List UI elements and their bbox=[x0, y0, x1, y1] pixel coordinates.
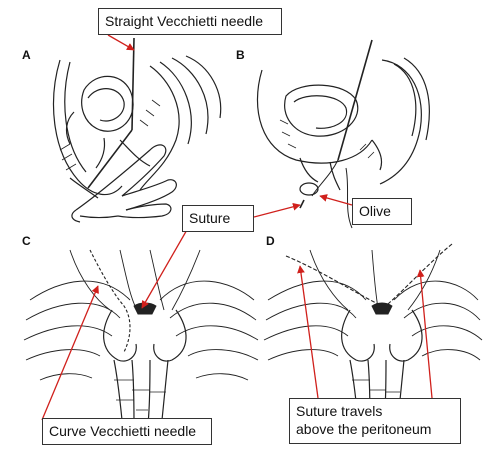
panel-c-illustration bbox=[23, 249, 259, 425]
panel-label-b: B bbox=[236, 48, 245, 62]
callout-suture-travels: Suture travels above the peritoneum bbox=[289, 398, 461, 444]
arrow-olive bbox=[319, 194, 353, 206]
arrow-travels-right bbox=[416, 269, 433, 399]
arrow-curve-needle bbox=[41, 285, 99, 421]
callout-olive: Olive bbox=[352, 198, 412, 225]
panel-d-illustration bbox=[263, 243, 483, 425]
arrow-straight-needle bbox=[107, 34, 135, 51]
callout-suture: Suture bbox=[182, 205, 254, 232]
callout-arrows bbox=[41, 34, 433, 421]
panel-label-d: D bbox=[266, 234, 275, 248]
callout-suture-travels-line2: above the peritoneum bbox=[296, 421, 432, 437]
panel-a-illustration bbox=[52, 37, 222, 223]
panel-label-c: C bbox=[22, 234, 31, 248]
arrow-suture-to-c bbox=[141, 227, 189, 309]
arrow-travels-left bbox=[297, 265, 319, 399]
callout-curve-needle: Curve Vecchietti needle bbox=[42, 418, 212, 445]
arrow-suture-to-b bbox=[253, 202, 301, 218]
panel-b-illustration bbox=[256, 39, 430, 229]
callout-straight-needle: Straight Vecchietti needle bbox=[98, 8, 282, 35]
panel-label-a: A bbox=[22, 48, 31, 62]
callout-suture-travels-line1: Suture travels bbox=[296, 403, 383, 419]
